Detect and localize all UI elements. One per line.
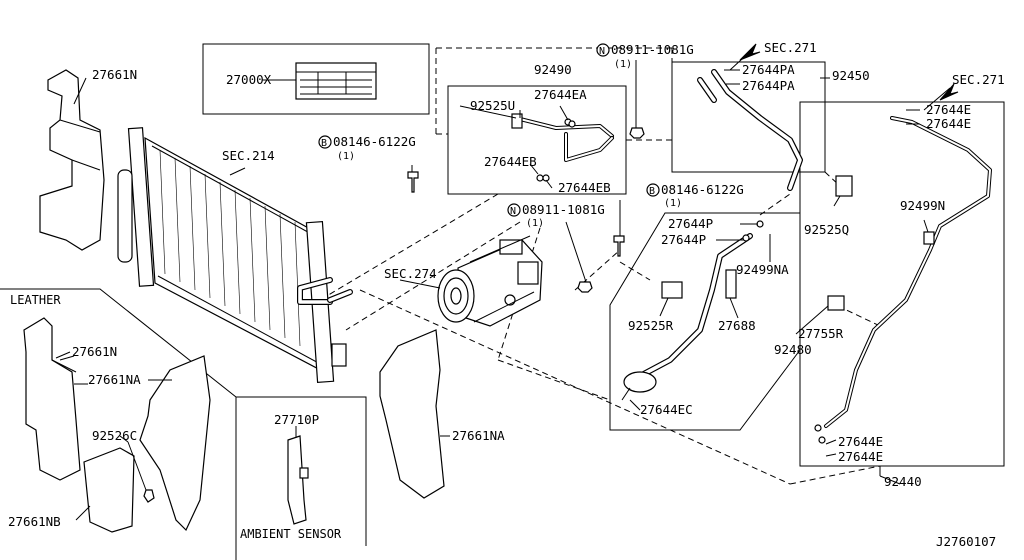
label-08146-b: 08146-6122G (661, 182, 744, 197)
part-labels: 27661N 27000X SEC.214 08146-6122G (1) 92… (8, 40, 1005, 549)
label-92450: 92450 (832, 68, 870, 83)
label-08146-b-qty: (1) (664, 198, 682, 209)
label-27644EC: 27644EC (640, 402, 693, 417)
label-27644E-b: 27644E (926, 116, 971, 131)
dashed-guides (319, 47, 881, 485)
label-08911-a: 08911-1081G (611, 42, 694, 57)
hose-92490 (511, 105, 614, 189)
label-27000X: 27000X (226, 72, 272, 87)
label-27644PA-b: 27644PA (742, 78, 795, 93)
sec271-arrows (729, 43, 959, 111)
label-leather: LEATHER (10, 293, 61, 307)
hose-92450 (697, 69, 853, 207)
label-08911-b: 08911-1081G (522, 202, 605, 217)
air-guides (23, 69, 450, 533)
label-92525R: 92525R (628, 318, 674, 333)
label-27644E-a: 27644E (926, 102, 971, 117)
label-92440: 92440 (884, 474, 922, 489)
label-92490: 92490 (534, 62, 572, 77)
compressor (399, 235, 543, 327)
label-27644E-d: 27644E (838, 449, 883, 464)
label-92525Q: 92525Q (804, 222, 849, 237)
label-27644EB-b: 27644EB (558, 180, 611, 195)
circled-prefixes: B N B N (318, 43, 660, 217)
label-08146-a-qty: (1) (337, 151, 355, 162)
label-27644EB-a: 27644EB (484, 154, 537, 169)
svg-text:B: B (321, 138, 327, 149)
label-27755R: 27755R (798, 326, 844, 341)
label-92480: 92480 (774, 342, 812, 357)
condenser (117, 127, 353, 384)
svg-text:N: N (510, 206, 516, 217)
label-27710P: 27710P (274, 412, 319, 427)
label-ambient-sensor: AMBIENT SENSOR (240, 527, 342, 541)
label-27661N-bot: 27661N (72, 344, 117, 359)
label-27644PA-a: 27644PA (742, 62, 795, 77)
ambient-sensor (287, 426, 309, 525)
pipe-92440 (814, 109, 992, 476)
label-92499N: 92499N (900, 198, 945, 213)
label-92525U: 92525U (470, 98, 515, 113)
label-92526C: 92526C (92, 428, 137, 443)
label-27661NB: 27661NB (8, 514, 61, 529)
label-sec274: SEC.274 (384, 266, 437, 281)
label-27644P-b: 27644P (661, 232, 706, 247)
label-08911-b-qty: (1) (526, 218, 544, 229)
label-27661NA-b: 27661NA (452, 428, 505, 443)
label-92499NA: 92499NA (736, 262, 789, 277)
bolts (407, 60, 645, 293)
leader-lines (59, 77, 901, 485)
label-08146-a: 08146-6122G (333, 134, 416, 149)
label-27644E-c: 27644E (838, 434, 883, 449)
diagram-id: J2760107 (936, 534, 996, 549)
label-plate-27000X (262, 62, 377, 100)
label-08911-a-qty: (1) (614, 59, 632, 70)
label-27644EA: 27644EA (534, 87, 587, 102)
label-sec271-b: SEC.271 (952, 72, 1005, 87)
label-sec214: SEC.214 (222, 148, 275, 163)
svg-text:B: B (649, 186, 655, 197)
label-27644P-a: 27644P (668, 216, 713, 231)
hose-92480 (621, 220, 771, 401)
label-27688: 27688 (718, 318, 756, 333)
label-27661NA-a: 27661NA (88, 372, 141, 387)
label-sec271-a: SEC.271 (764, 40, 817, 55)
svg-text:N: N (599, 46, 605, 57)
label-27661N-top: 27661N (92, 67, 137, 82)
